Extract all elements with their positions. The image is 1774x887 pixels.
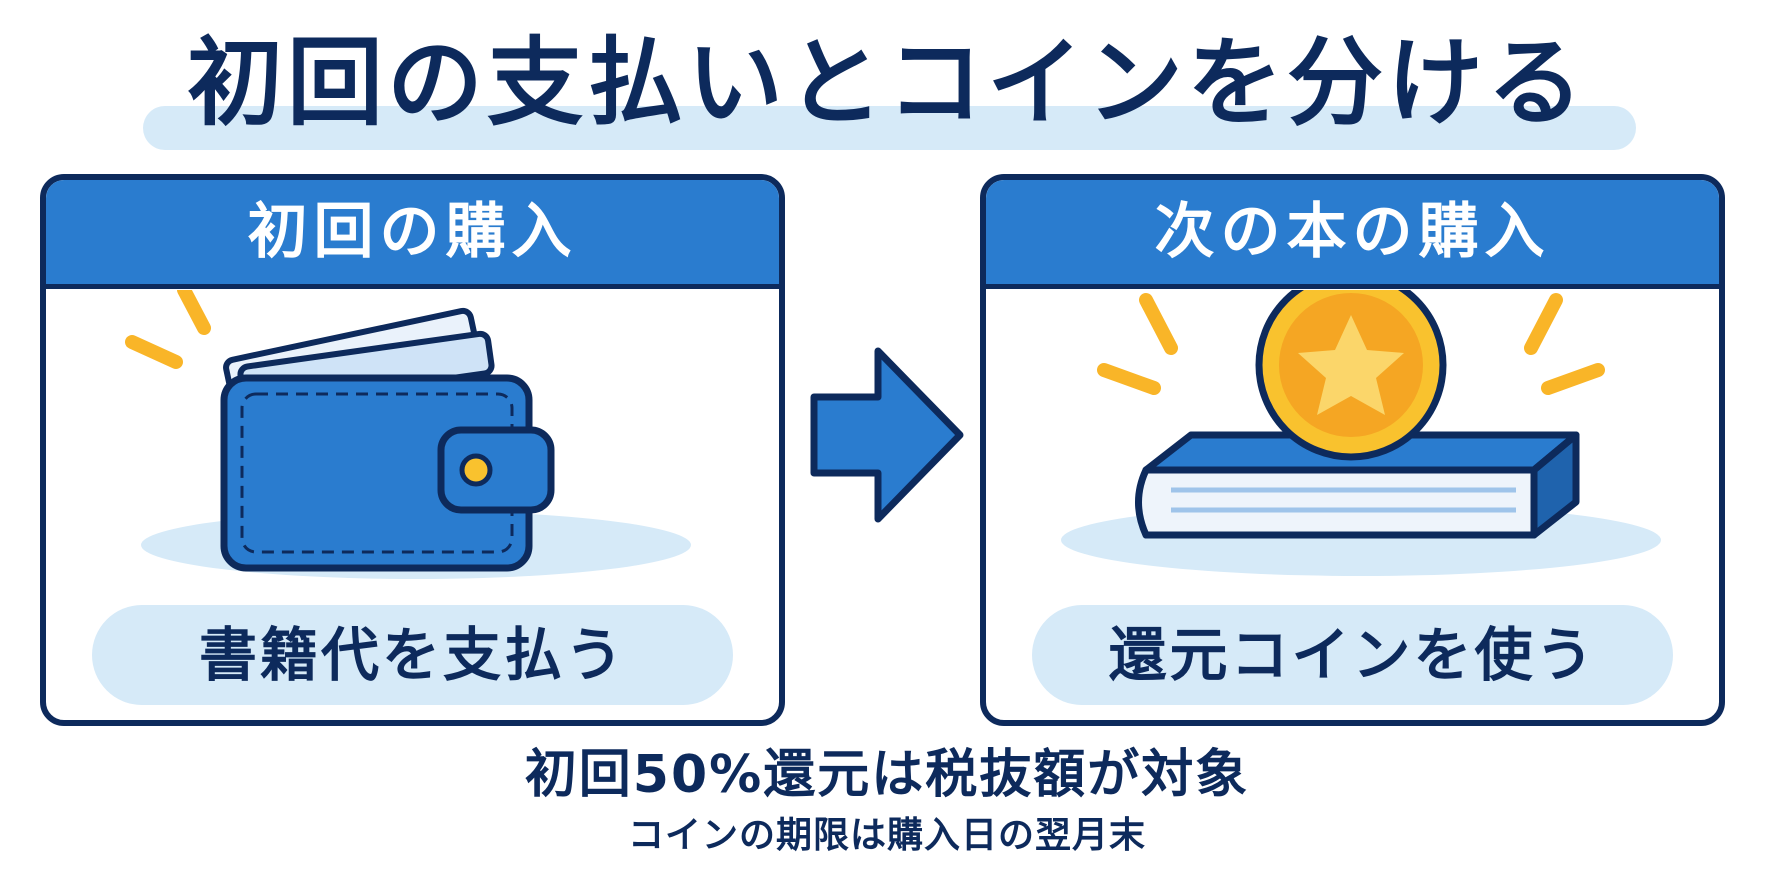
wallet-icon [46, 290, 779, 590]
first-purchase-heading: 初回の購入 [46, 180, 779, 289]
first-purchase-panel: 初回の購入 書籍代を支払う [40, 174, 785, 726]
next-purchase-caption: 還元コインを使う [1032, 605, 1673, 705]
sub-note: コインの期限は購入日の翌月末 [627, 815, 1146, 856]
title-area: 初回の支払いとコインを分ける [0, 18, 1774, 158]
title-highlight-band [143, 106, 1636, 150]
coin-on-book-icon [986, 290, 1719, 590]
next-purchase-panel: 次の本の購入 還元コインを使う [980, 174, 1725, 726]
arrow-right-icon [808, 345, 968, 525]
main-note: 初回50%還元は税抜額が対象 [524, 745, 1250, 805]
first-purchase-caption: 書籍代を支払う [92, 605, 733, 705]
page-title: 初回の支払いとコインを分ける [187, 27, 1587, 139]
next-purchase-heading: 次の本の購入 [986, 180, 1719, 289]
